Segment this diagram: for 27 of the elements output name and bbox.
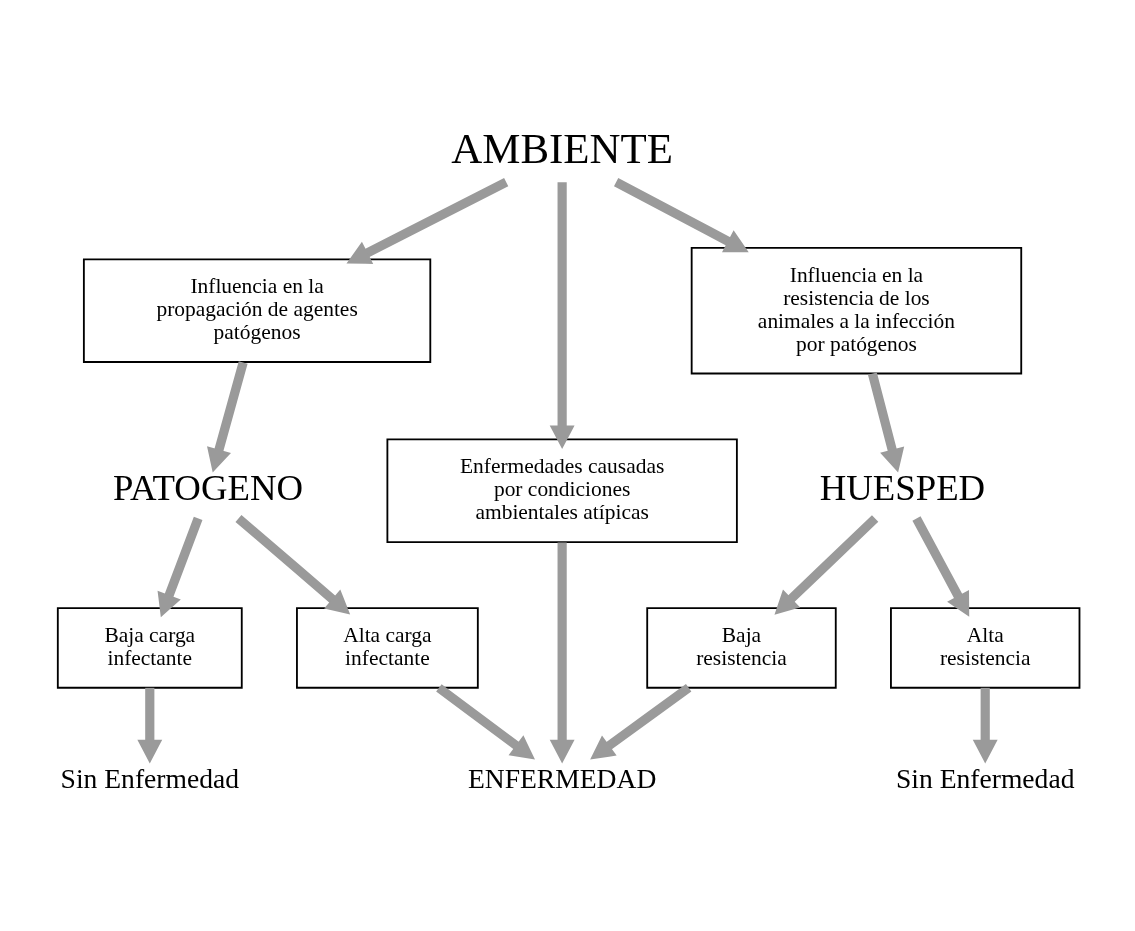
node-text: ENFERMEDAD	[467, 763, 657, 795]
arrow	[436, 684, 535, 760]
arrow	[867, 372, 905, 473]
arrow	[774, 515, 879, 615]
node-text: Sin Enfermedad	[60, 763, 239, 795]
node-text: AMBIENTE	[451, 124, 673, 172]
node-box: Influencia en la propagación de agentes patógenos	[82, 258, 432, 363]
node-box: Alta resistencia	[890, 607, 1081, 689]
arrow	[590, 684, 692, 760]
node-text: PATOGENO	[113, 467, 304, 509]
node-text: HUESPED	[819, 467, 986, 509]
arrow	[137, 687, 163, 764]
node-box: Baja carga infectante	[56, 607, 243, 689]
arrow	[207, 361, 248, 473]
arrow	[157, 516, 203, 618]
node-box: Baja resistencia	[646, 607, 837, 689]
arrow	[235, 514, 351, 615]
node-text: Sin Enfermedad	[895, 763, 1075, 795]
arrow	[549, 182, 575, 450]
arrow	[549, 542, 575, 764]
arrow	[346, 178, 509, 264]
node-box: Alta carga infectante	[296, 607, 479, 689]
node-box: Influencia en la resistencia de los animales a la infección por patógenos	[690, 246, 1023, 375]
arrow	[613, 178, 749, 253]
arrow	[912, 516, 970, 617]
arrow	[972, 687, 998, 764]
node-box: Enfermedades causadas por condiciones ambientales atípicas	[386, 438, 738, 544]
